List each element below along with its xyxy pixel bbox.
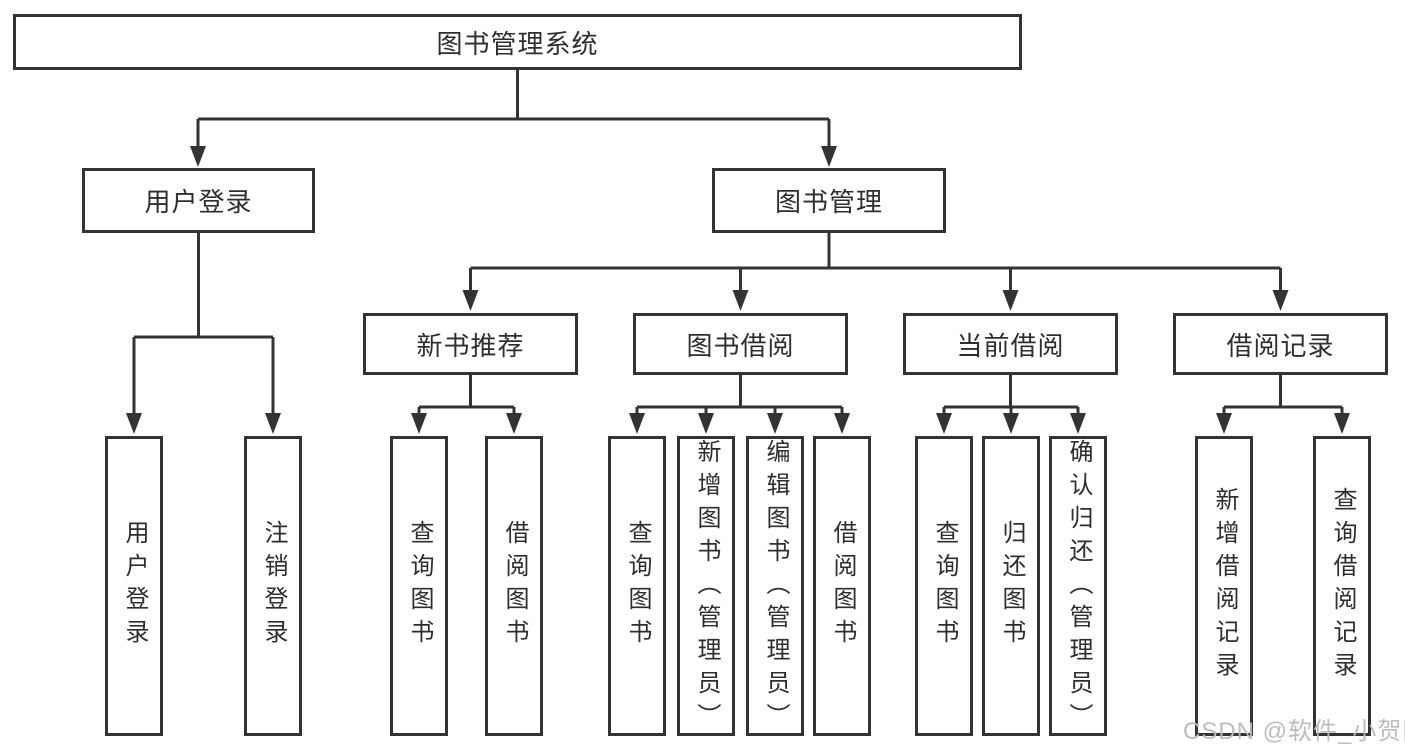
leaf-edit-books-admin: 编辑图书（管理员） [746, 436, 804, 736]
node-borrowing-records: 借阅记录 [1173, 313, 1388, 375]
arrowhead [462, 290, 479, 311]
connector-book-borrowing-to-leaves [629, 375, 850, 434]
arrowhead [411, 413, 427, 434]
connector-root-to-level2 [190, 70, 837, 167]
arrowhead [732, 290, 749, 311]
connector-current-borrowing-to-leaves [936, 375, 1086, 434]
node-book-management: 图书管理 [712, 168, 946, 233]
connector-borrowing-records-to-leaves [1216, 375, 1350, 434]
node-user-login: 用户登录 [82, 168, 315, 233]
arrowhead [698, 413, 714, 434]
node-new-book-recommend: 新书推荐 [363, 313, 578, 375]
arrowhead [1334, 413, 1350, 434]
leaf-query-books-borrowing: 查询图书 [608, 436, 666, 736]
connector-book-management-to-level3 [462, 233, 1289, 311]
node-current-borrowing: 当前借阅 [903, 313, 1118, 375]
leaf-borrow-books-recommend: 借阅图书 [485, 436, 543, 736]
leaf-confirm-return-admin: 确认归还（管理员） [1049, 436, 1107, 736]
leaf-return-books: 归还图书 [982, 436, 1040, 736]
arrowhead [265, 413, 281, 434]
leaf-query-books-recommend: 查询图书 [390, 436, 448, 736]
leaf-add-books-admin: 新增图书（管理员） [677, 436, 735, 736]
arrowhead [190, 146, 206, 167]
arrowhead [1002, 290, 1019, 311]
arrowhead [1003, 413, 1019, 434]
leaf-add-borrow-record: 新增借阅记录 [1195, 436, 1253, 736]
node-root: 图书管理系统 [13, 14, 1022, 70]
leaf-user-login: 用户登录 [105, 436, 163, 736]
arrowhead [936, 413, 952, 434]
arrowhead [1070, 413, 1086, 434]
arrowhead [834, 413, 850, 434]
leaf-logout: 注销登录 [244, 436, 302, 736]
arrowhead [126, 413, 142, 434]
connector-user-login-to-leaves [126, 233, 281, 434]
leaf-query-borrow-record: 查询借阅记录 [1313, 436, 1371, 736]
connector-new-book-recommend-to-leaves [411, 375, 522, 434]
arrowhead [1272, 290, 1289, 311]
arrowhead [1216, 413, 1232, 434]
arrowhead [506, 413, 522, 434]
watermark: CSDN @软件_小贺同学 [1183, 718, 1405, 745]
node-book-borrowing: 图书借阅 [633, 313, 848, 375]
leaf-query-books-current: 查询图书 [915, 436, 973, 736]
arrowhead [767, 413, 783, 434]
leaf-borrow-books-borrowing: 借阅图书 [813, 436, 871, 736]
arrowhead [629, 413, 645, 434]
arrowhead [821, 146, 837, 167]
